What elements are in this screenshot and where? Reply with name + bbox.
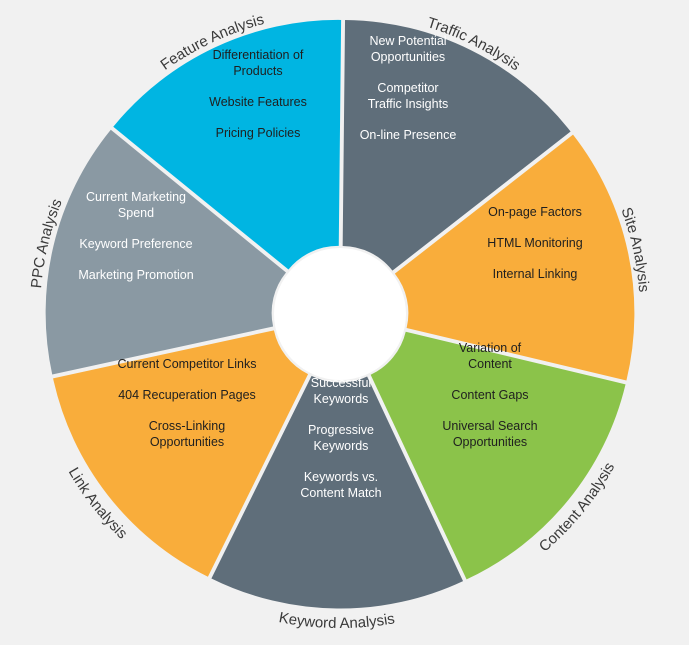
wedge-ppc [45, 129, 287, 375]
segment-item-text: Successful [311, 376, 371, 390]
center-hub [274, 248, 406, 380]
segment-item-text: HTML Monitoring [487, 236, 582, 250]
segment-item-text: On-line Presence [360, 128, 457, 142]
segment-item-text: 404 Recuperation Pages [118, 388, 256, 402]
segment-items-traffic: New PotentialOpportunitiesCompetitorTraf… [360, 34, 457, 142]
segment-item-text: Progressive [308, 423, 374, 437]
segment-item-text: Universal Search [442, 419, 537, 433]
segment-item-text: Opportunities [371, 50, 445, 64]
segment-item-text: Cross-Linking [149, 419, 225, 433]
segment-item-text: Current Marketing [86, 190, 186, 204]
segment-item-text: Opportunities [150, 435, 224, 449]
segment-item-text: Pricing Policies [216, 126, 301, 140]
segment-item-text: Keywords [314, 439, 369, 453]
segment-item-text: Keywords [314, 392, 369, 406]
wedge-traffic [342, 19, 571, 271]
segment-item-text: Content Match [300, 486, 381, 500]
wedge-link [53, 330, 309, 577]
wedge-feature [113, 19, 342, 270]
segment-item-text: New Potential [369, 34, 446, 48]
segment-items-link: Current Competitor Links 404 Recuperation… [118, 357, 257, 449]
segment-item-text: On-page Factors [488, 205, 582, 219]
segment-item-text: Current Competitor Links [118, 357, 257, 371]
segment-item-text: Keywords vs. [304, 470, 378, 484]
segment-item-text: Traffic Insights [368, 97, 449, 111]
segment-item-text: Content Gaps [451, 388, 528, 402]
segment-item-text: Website Features [209, 95, 307, 109]
segment-item-text: Keyword Preference [79, 237, 192, 251]
segment-item-text: Variation of [459, 341, 522, 355]
segment-item-text: Internal Linking [493, 267, 578, 281]
segment-items-keyword: SuccessfulKeywordsProgressiveKeywordsKey… [300, 376, 381, 500]
segment-item-text: Competitor [377, 81, 438, 95]
segment-title-keyword: Keyword Analysis [278, 609, 396, 632]
segment-item-text: Products [233, 64, 282, 78]
segment-item-text: Opportunities [453, 435, 527, 449]
wedge-site [394, 134, 635, 381]
segment-item-text: Marketing Promotion [78, 268, 193, 282]
wedge-keyword [211, 375, 464, 609]
segment-item-text: Differentiation of [213, 48, 304, 62]
wedge-content [370, 331, 626, 580]
segment-item-text: Content [468, 357, 512, 371]
segment-item-text: Spend [118, 206, 154, 220]
